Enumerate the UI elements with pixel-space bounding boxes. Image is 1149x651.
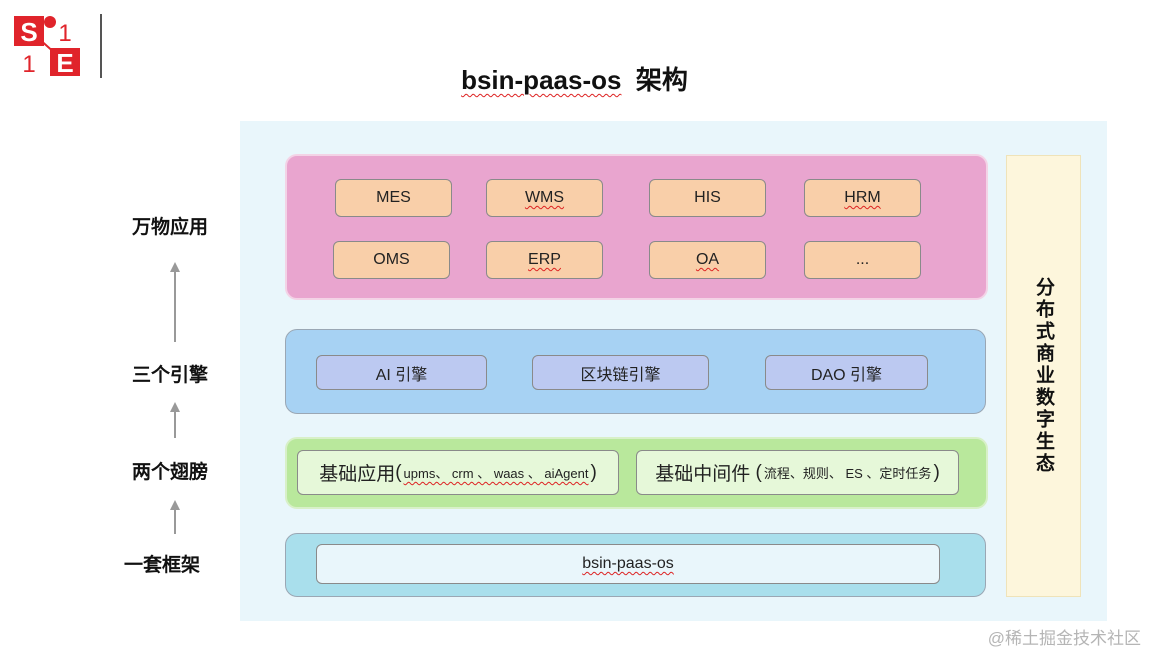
wing-right-name: 基础中间件 — [655, 464, 751, 485]
wing-left-detail: upms、 crm 、 waas 、 aiAgent — [403, 466, 589, 481]
wing-right-detail: 流程、规则、 ES 、定时任务 — [763, 466, 932, 481]
logo-letter-1b: 1 — [22, 51, 35, 78]
engine-box-ai: AI 引擎 — [316, 355, 487, 390]
logo-letter-e: E — [56, 48, 73, 78]
ecosystem-label: 分布式商业数字生态 — [1033, 277, 1054, 475]
engine-box-dao: DAO 引擎 — [765, 355, 928, 390]
engine-box-blockchain: 区块链引擎 — [532, 355, 709, 390]
apps-layer: MES WMS HIS HRM OMS ERP OA ... — [285, 154, 988, 300]
app-box: HIS — [649, 179, 766, 217]
app-box: OMS — [333, 241, 450, 279]
app-box: HRM — [804, 179, 921, 217]
brand-logo: S 1 1 E — [14, 16, 80, 78]
app-box: MES — [335, 179, 452, 217]
arrow-up-icon — [170, 500, 180, 534]
logo-divider — [100, 14, 102, 78]
wing-box-middleware: 基础中间件 (流程、规则、 ES 、定时任务) — [636, 450, 959, 495]
app-box: ... — [804, 241, 921, 279]
arrow-up-icon — [170, 262, 180, 342]
title-main: bsin-paas-os — [461, 65, 622, 95]
page-title: bsin-paas-os 架构 — [0, 60, 1149, 97]
label-apps: 万物应用 — [131, 217, 208, 238]
wing-box-basic-apps: 基础应用 (upms、 crm 、 waas 、 aiAgent) — [297, 450, 619, 495]
app-box: OA — [649, 241, 766, 279]
arrow-up-icon — [170, 402, 180, 438]
wings-layer: 基础应用 (upms、 crm 、 waas 、 aiAgent) 基础中间件 … — [285, 437, 988, 509]
watermark: @稀土掘金技术社区 — [987, 629, 1141, 648]
framework-box: bsin-paas-os — [316, 544, 940, 584]
label-engines: 三个引擎 — [131, 365, 208, 386]
label-wings: 两个翅膀 — [131, 462, 208, 483]
logo-letter-s: S — [20, 17, 37, 47]
engines-layer: AI 引擎 区块链引擎 DAO 引擎 — [285, 329, 986, 414]
wing-left-name: 基础应用 — [319, 464, 396, 485]
app-box: ERP — [486, 241, 603, 279]
framework-layer: bsin-paas-os — [285, 533, 986, 597]
app-box: WMS — [486, 179, 603, 217]
ecosystem-sidebar: 分布式商业数字生态 — [1006, 155, 1081, 597]
title-suffix: 架构 — [635, 65, 688, 95]
logo-letter-1a: 1 — [58, 20, 71, 47]
label-frame: 一套框架 — [123, 555, 200, 576]
